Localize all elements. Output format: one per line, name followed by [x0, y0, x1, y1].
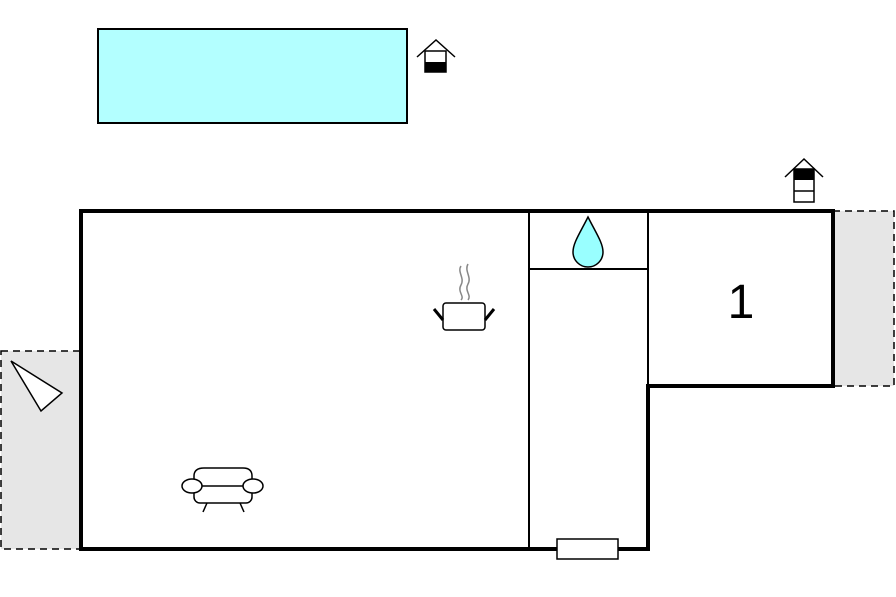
room-number-label: 1 [728, 276, 755, 329]
entrance-door [556, 538, 619, 560]
water-drop-icon [572, 215, 604, 268]
floor-indicator-icon [416, 38, 456, 73]
floor-indicator-icon [784, 157, 824, 203]
swimming-pool [97, 28, 408, 124]
armchair-icon [181, 467, 264, 513]
cooking-pot-icon [432, 263, 496, 331]
compass-icon [10, 360, 64, 413]
terrace-right [832, 210, 895, 387]
